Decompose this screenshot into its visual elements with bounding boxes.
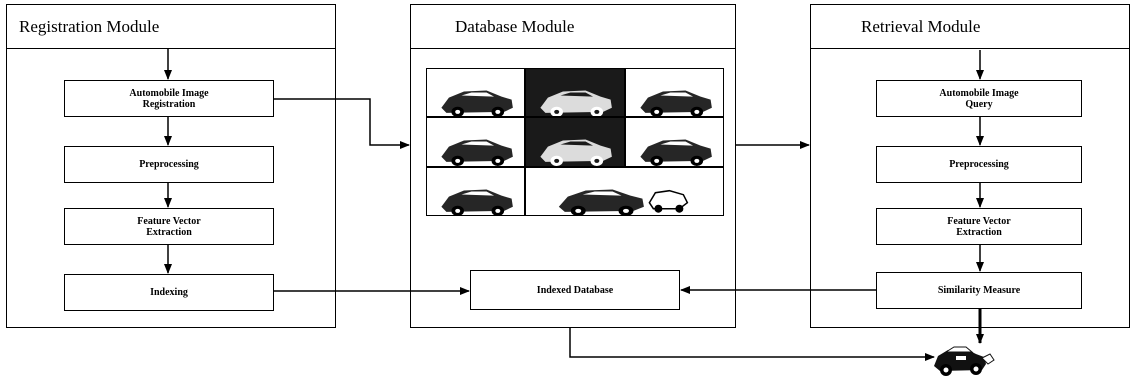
- car-photo-icon: [426, 166, 526, 216]
- indexed-database: Indexed Database: [470, 270, 680, 310]
- registration-step-image-registration: Automobile Image Registration: [64, 80, 274, 117]
- car-photo-icon: [624, 68, 724, 118]
- car-photo-icon: [525, 68, 625, 118]
- registration-step-label: Automobile Image Registration: [129, 87, 209, 110]
- registration-step-feature-extraction: Feature Vector Extraction: [64, 208, 274, 245]
- registration-step-preprocessing: Preprocessing: [64, 146, 274, 183]
- registration-step-label: Feature Vector Extraction: [137, 215, 201, 238]
- indexed-database-label: Indexed Database: [536, 284, 614, 296]
- arrow-database-to-result: [569, 328, 935, 361]
- registration-module-header: Registration Module: [7, 5, 335, 49]
- registration-module-title: Registration Module: [19, 17, 160, 36]
- retrieval-step-label: Preprocessing: [949, 159, 1009, 170]
- retrieval-step-label: Similarity Measure: [937, 285, 1021, 296]
- database-module-header: Database Module: [411, 5, 735, 49]
- database-module-title: Database Module: [455, 17, 575, 36]
- car-photo-icon: [426, 117, 526, 167]
- retrieval-step-feature-extraction: Feature Vector Extraction: [876, 208, 1082, 245]
- retrieval-step-similarity-measure: Similarity Measure: [876, 272, 1082, 309]
- car-photo-icon: [426, 68, 526, 118]
- retrieval-step-label: Feature Vector Extraction: [947, 215, 1011, 238]
- car-photo-icon: [525, 166, 724, 216]
- result-car-icon: [934, 346, 995, 376]
- registration-step-label: Indexing: [150, 287, 188, 298]
- registration-step-indexing: Indexing: [64, 274, 274, 311]
- registration-step-label: Preprocessing: [139, 159, 199, 170]
- car-photo-icon: [624, 117, 724, 167]
- retrieval-step-image-query: Automobile Image Query: [876, 80, 1082, 117]
- retrieval-step-label: Automobile Image Query: [939, 87, 1019, 110]
- car-photo-icon: [525, 117, 625, 167]
- retrieval-module-title: Retrieval Module: [861, 17, 981, 36]
- retrieval-module-header: Retrieval Module: [811, 5, 1129, 49]
- retrieval-step-preprocessing: Preprocessing: [876, 146, 1082, 183]
